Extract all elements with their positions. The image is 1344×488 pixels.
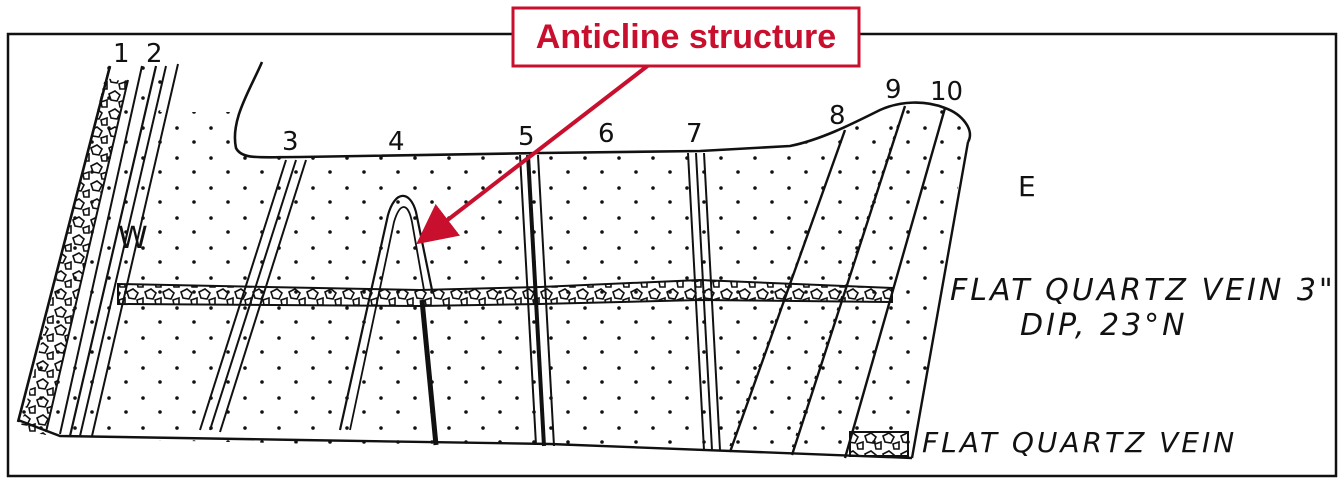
flat-vein-lower-label: FLAT QUARTZ VEIN: [922, 426, 1237, 459]
east-label: E: [1018, 170, 1036, 203]
vein-2-lines: [68, 63, 179, 437]
vein-label-10: 10: [930, 77, 963, 107]
vein-label-3: 3: [282, 127, 299, 157]
callout-box: [511, 6, 861, 68]
vein-label-6: 6: [598, 119, 615, 149]
flat-quartz-vein-lower: [849, 431, 909, 457]
vein-label-5: 5: [518, 122, 535, 152]
vein-9-hatched: [789, 105, 907, 456]
west-label: W: [118, 221, 148, 256]
anticline-callout: Anticline structure: [416, 6, 861, 245]
breccia-band-west: [20, 78, 128, 435]
flat-vein-label-line1: FLAT QUARTZ VEIN 3": [950, 273, 1336, 308]
east-boundary-line: [910, 141, 970, 459]
callout-label: Anticline structure: [536, 18, 836, 56]
outcrop-body: [18, 64, 972, 458]
vein-7-lines: [687, 152, 721, 451]
vein-number-labels: 1 2 3 4 5 6 7 8 9 10: [113, 39, 963, 157]
vein-label-7: 7: [686, 119, 703, 149]
vein-label-4: 4: [388, 127, 405, 157]
vein-label-2: 2: [146, 39, 163, 69]
vein-10-line: [843, 107, 947, 459]
flat-vein-dip-label: DIP, 23°N: [1020, 308, 1188, 343]
vein-label-9: 9: [885, 75, 902, 105]
flat-quartz-vein: [117, 278, 893, 308]
vein-1-lines: [16, 65, 143, 435]
callout-arrow: [416, 62, 652, 245]
vein-label-8: 8: [829, 101, 846, 131]
vein-4-anticline: [338, 194, 439, 446]
vein-label-1: 1: [113, 39, 130, 69]
